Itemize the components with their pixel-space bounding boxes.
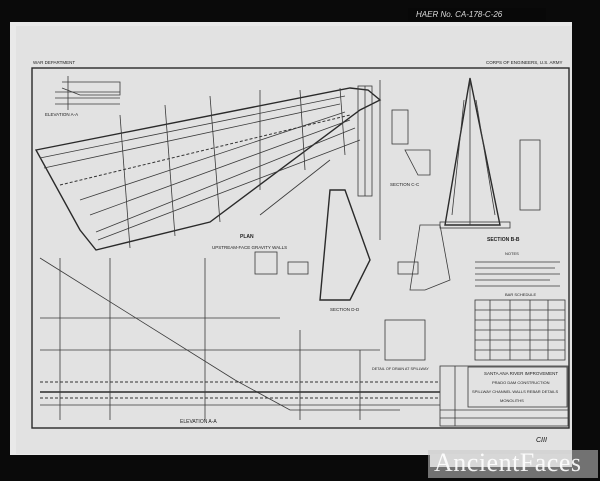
elevation-top-view: ELEVATION A-A xyxy=(45,76,121,117)
drawing-border xyxy=(31,67,570,429)
schedule-heading: BAR SCHEDULE xyxy=(505,292,536,297)
header-left: WAR DEPARTMENT xyxy=(33,60,75,65)
title-line-4: MONOLITHS xyxy=(500,398,524,403)
header-right: CORPS OF ENGINEERS, U.S. ARMY xyxy=(486,60,563,65)
title-line-3: SPILLWAY CHANNEL WALLS REBAR DETAILS xyxy=(472,389,559,394)
elevation-bottom-view: ELEVATION A-A DETAIL OF DRAIN AT SPILLWA… xyxy=(39,257,440,425)
plan-subtitle: UPSTREAM-FACE GRAVITY WALLS xyxy=(212,245,287,250)
paper xyxy=(16,26,572,454)
title-line-2: PRADO DAM CONSTRUCTION xyxy=(492,380,550,385)
haer-label: HAER No. CA-178-C-26 xyxy=(408,8,546,21)
plan-title: PLAN xyxy=(240,234,254,240)
elevation-top-label: ELEVATION A-A xyxy=(45,112,78,117)
handwritten-mark: CIII xyxy=(536,437,547,444)
watermark-text: AncientFaces xyxy=(434,448,582,477)
detail-label: DETAIL OF DRAIN AT SPILLWAY xyxy=(372,367,429,371)
plan-view: PLAN UPSTREAM-FACE GRAVITY WALLS xyxy=(34,85,382,251)
notes-heading: NOTES xyxy=(505,251,519,256)
bar-schedule-table: BAR SCHEDULE xyxy=(474,292,566,361)
section-bb-view: SECTION B-B NOTES xyxy=(439,77,560,287)
title-line-1: SANTA ANA RIVER IMPROVEMENT xyxy=(484,371,558,376)
section-bb-label: SECTION B-B xyxy=(487,237,520,243)
watermark-logo: AncientFaces xyxy=(428,448,598,478)
section-cc-label: SECTION C-C xyxy=(390,182,420,187)
elevation-bottom-label: ELEVATION A-A xyxy=(180,419,217,425)
section-dd-view: SECTION D-D xyxy=(254,189,451,312)
section-dd-label: SECTION D-D xyxy=(330,307,360,312)
section-cc-view: SECTION C-C xyxy=(379,80,431,240)
title-block: SANTA ANA RIVER IMPROVEMENT PRADO DAM CO… xyxy=(439,365,569,427)
